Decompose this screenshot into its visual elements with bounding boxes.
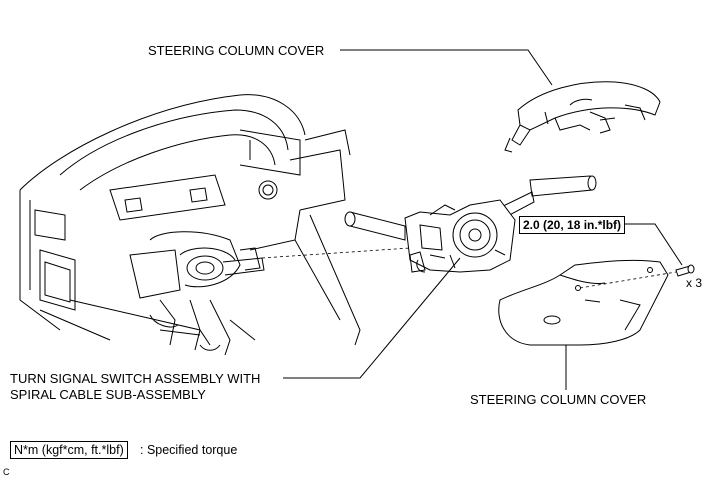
- torque-spec-box: 2.0 (20, 18 in.*lbf): [519, 216, 626, 234]
- bolt-quantity-label: x 3: [686, 276, 703, 290]
- upper-cover-drawing: [504, 81, 661, 153]
- label-turn-signal-switch-line2: SPIRAL CABLE SUB-ASSEMBLY: [10, 387, 206, 402]
- turn-signal-switch-drawing: [344, 175, 597, 273]
- label-turn-signal-switch-line1: TURN SIGNAL SWITCH ASSEMBLY WITH: [10, 371, 261, 386]
- leader-lines: [283, 49, 683, 390]
- dashboard-drawing: [19, 94, 361, 356]
- lower-cover-drawing: [498, 259, 669, 346]
- corner-code: C: [3, 467, 10, 477]
- alignment-lines: [261, 247, 677, 289]
- legend-description: : Specified torque: [140, 443, 238, 457]
- label-upper-steering-column-cover: STEERING COLUMN COVER: [148, 43, 325, 58]
- label-lower-steering-column-cover: STEERING COLUMN COVER: [470, 392, 647, 407]
- legend-unit-box: N*m (kgf*cm, ft.*lbf): [10, 441, 128, 459]
- bolt-drawing: [675, 264, 695, 277]
